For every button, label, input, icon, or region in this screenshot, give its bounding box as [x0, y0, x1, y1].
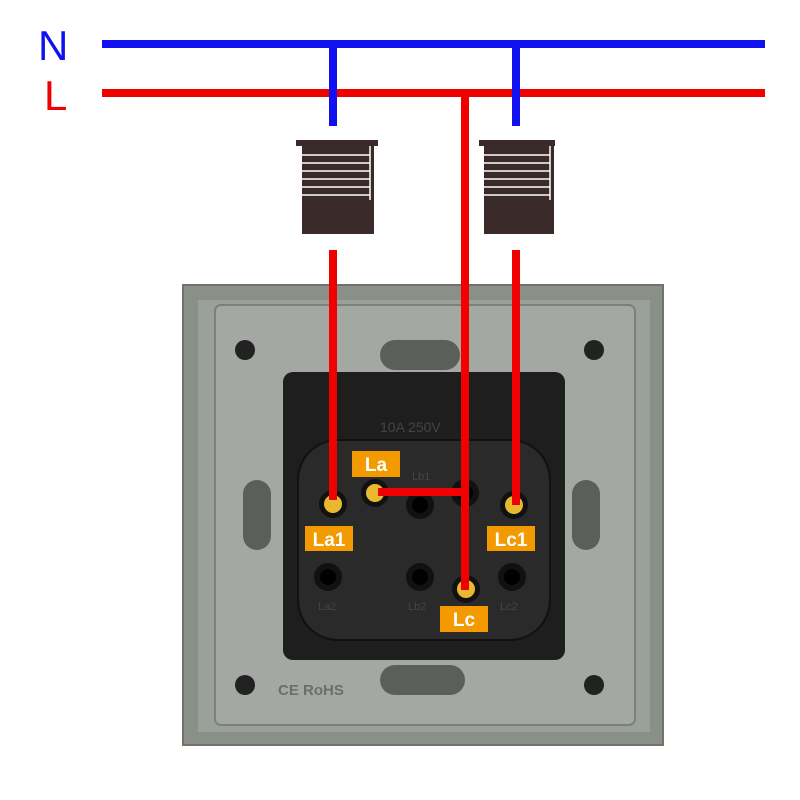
label-lc: Lc: [440, 606, 488, 632]
label-lc1-text: Lc1: [495, 530, 528, 551]
embossed-lb2: Lb2: [408, 601, 426, 613]
embossed-lc2: Lc2: [500, 601, 518, 613]
terminals: [314, 479, 528, 603]
hole-lb2: [412, 569, 428, 585]
lamp-1-cap: [296, 140, 378, 146]
lamp-1-body: [302, 146, 374, 234]
label-la1-bg: [305, 526, 353, 551]
label-lc1: Lc1: [487, 526, 535, 551]
lamp-2: [479, 140, 555, 234]
slot-right: [572, 480, 600, 550]
embossed-la2: La2: [318, 601, 336, 613]
hole-lb1: [412, 497, 428, 513]
cert-mark: CE RoHS: [278, 682, 344, 699]
lamp-2-fins: [484, 146, 551, 200]
label-lc-bg: [440, 606, 488, 632]
screw-hole-tl: [235, 340, 255, 360]
slot-top: [380, 340, 460, 370]
hole-la2: [320, 569, 336, 585]
screw-hole-tr: [584, 340, 604, 360]
lamp-2-body: [484, 146, 554, 234]
rating-text: 10A 250V: [380, 419, 441, 435]
lamp-1: [296, 140, 378, 234]
slot-left: [243, 480, 271, 550]
neutral-label: N: [38, 22, 68, 69]
screw-la1: [324, 495, 342, 513]
screw-hole-br: [584, 675, 604, 695]
hole-lc2: [504, 569, 520, 585]
label-la-text: La: [365, 455, 388, 476]
lamp-1-fins: [302, 146, 371, 200]
lamp-2-cap: [479, 140, 555, 146]
switch-module-face: [297, 439, 551, 641]
label-lc-text: Lc: [453, 610, 476, 631]
label-la1-text: La1: [313, 530, 346, 551]
slot-bottom: [380, 665, 465, 695]
label-la-bg: [352, 451, 400, 477]
label-la1: La1: [305, 526, 353, 551]
embossed-lb1: Lb1: [412, 471, 430, 483]
label-lc1-bg: [487, 526, 535, 551]
screw-hole-bl: [235, 675, 255, 695]
label-la: La: [352, 451, 400, 477]
live-label: L: [44, 72, 67, 119]
